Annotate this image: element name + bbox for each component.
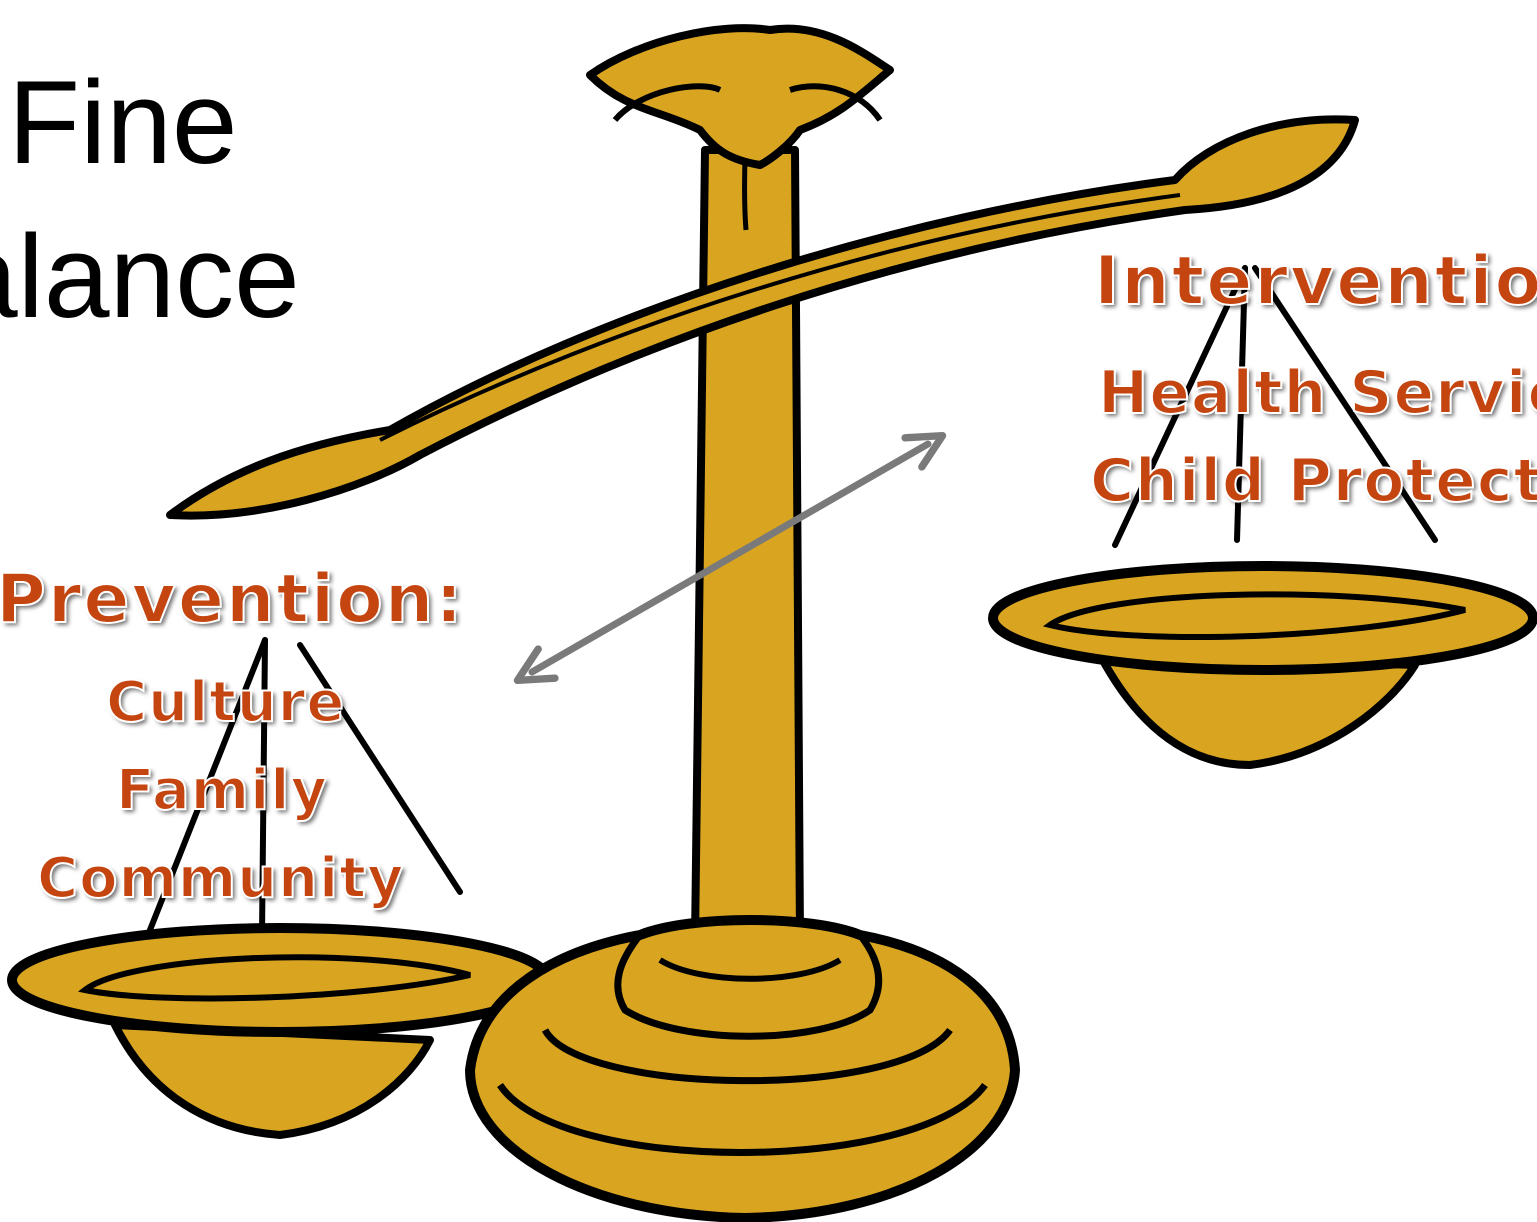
prevention-item-culture: Culture [105, 669, 346, 736]
prevention-item-family: Family [115, 757, 329, 824]
right-pan [988, 561, 1537, 769]
slide-title-line-1: Fine [8, 57, 238, 189]
scale-top-cap [586, 24, 894, 169]
left-pan [7, 923, 553, 1139]
intervention-heading: Interventio [1093, 241, 1537, 322]
balance-double-arrow [513, 431, 947, 685]
prevention-heading: Prevention: [0, 559, 465, 640]
scale-base [465, 915, 1020, 1222]
intervention-item-health-services: Health Servic [1097, 357, 1537, 429]
scale-pillar [691, 69, 804, 944]
left-pan-strings [145, 637, 463, 938]
slide-title-line-2: alance [0, 211, 300, 343]
right-pan-strings [1112, 265, 1438, 548]
prevention-item-community: Community [36, 845, 405, 912]
intervention-item-child-protection: Child Protecti [1089, 445, 1537, 517]
scale-beam [166, 115, 1359, 520]
